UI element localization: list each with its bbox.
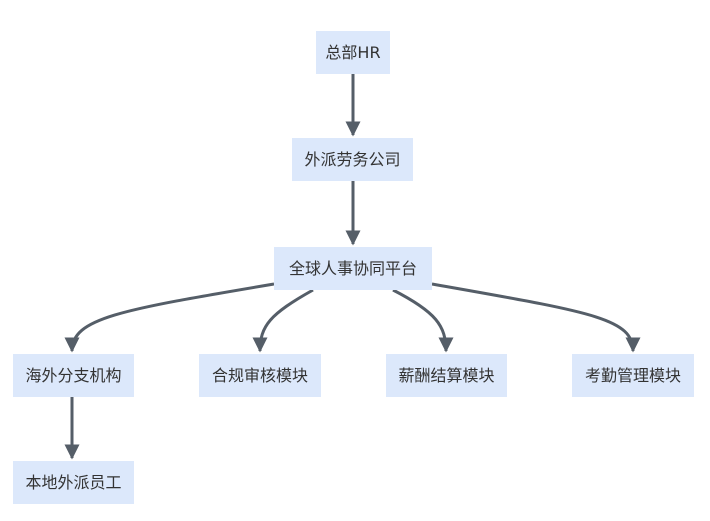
edge-platform-to-overseas bbox=[64, 282, 275, 353]
node-label: 薪酬结算模块 bbox=[398, 365, 495, 385]
node-global-hr-platform[interactable]: 全球人事协同平台 bbox=[274, 247, 432, 290]
node-headquarters-hr[interactable]: 总部HR bbox=[316, 31, 390, 74]
node-labor-dispatch-company[interactable]: 外派劳务公司 bbox=[292, 138, 413, 181]
node-label: 海外分支机构 bbox=[25, 365, 122, 385]
node-label: 本地外派员工 bbox=[25, 472, 122, 492]
node-label: 外派劳务公司 bbox=[304, 149, 401, 169]
node-local-expat-staff[interactable]: 本地外派员工 bbox=[13, 461, 134, 504]
node-label: 合规审核模块 bbox=[211, 365, 308, 385]
node-label: 全球人事协同平台 bbox=[288, 258, 417, 278]
node-payroll-module[interactable]: 薪酬结算模块 bbox=[386, 354, 507, 397]
edge-platform-to-attendance bbox=[431, 282, 641, 353]
node-label: 总部HR bbox=[325, 42, 381, 62]
node-label: 考勤管理模块 bbox=[584, 365, 681, 385]
node-overseas-branch[interactable]: 海外分支机构 bbox=[13, 354, 134, 397]
node-compliance-module[interactable]: 合规审核模块 bbox=[199, 354, 321, 397]
edge-platform-to-payroll bbox=[392, 288, 454, 353]
node-attendance-module[interactable]: 考勤管理模块 bbox=[572, 354, 694, 397]
edge-platform-to-compliance bbox=[252, 288, 314, 353]
